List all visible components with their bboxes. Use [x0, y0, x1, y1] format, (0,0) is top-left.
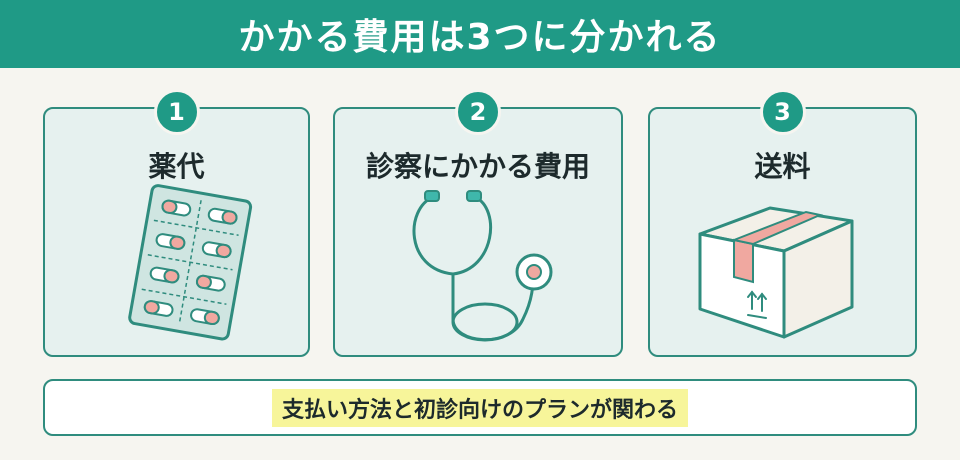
card-label: 診察にかかる費用 [365, 150, 590, 183]
header-banner: かかる費用は3つに分かれる [0, 0, 960, 68]
card-label: 送料 [754, 150, 811, 183]
number-badge: 2 [455, 89, 501, 135]
number-badge: 1 [153, 89, 200, 135]
page-title: かかる費用は3つに分かれる [238, 17, 722, 58]
number-badge: 3 [759, 89, 806, 135]
stethoscope-icon [412, 190, 553, 342]
note-text: 支払い方法と初診向けのプランが関わる [271, 388, 688, 427]
card-medicine: 1 薬代 [43, 89, 310, 357]
card-shipping: 3 送料 [648, 89, 917, 357]
cardboard-box-icon [698, 206, 854, 339]
card-consultation: 2 診察にかかる費用 [333, 89, 623, 357]
pill-blister-pack-icon [128, 184, 253, 341]
card-label: 薬代 [148, 150, 205, 183]
note-box: 支払い方法と初診向けのプランが関わる [43, 379, 917, 436]
